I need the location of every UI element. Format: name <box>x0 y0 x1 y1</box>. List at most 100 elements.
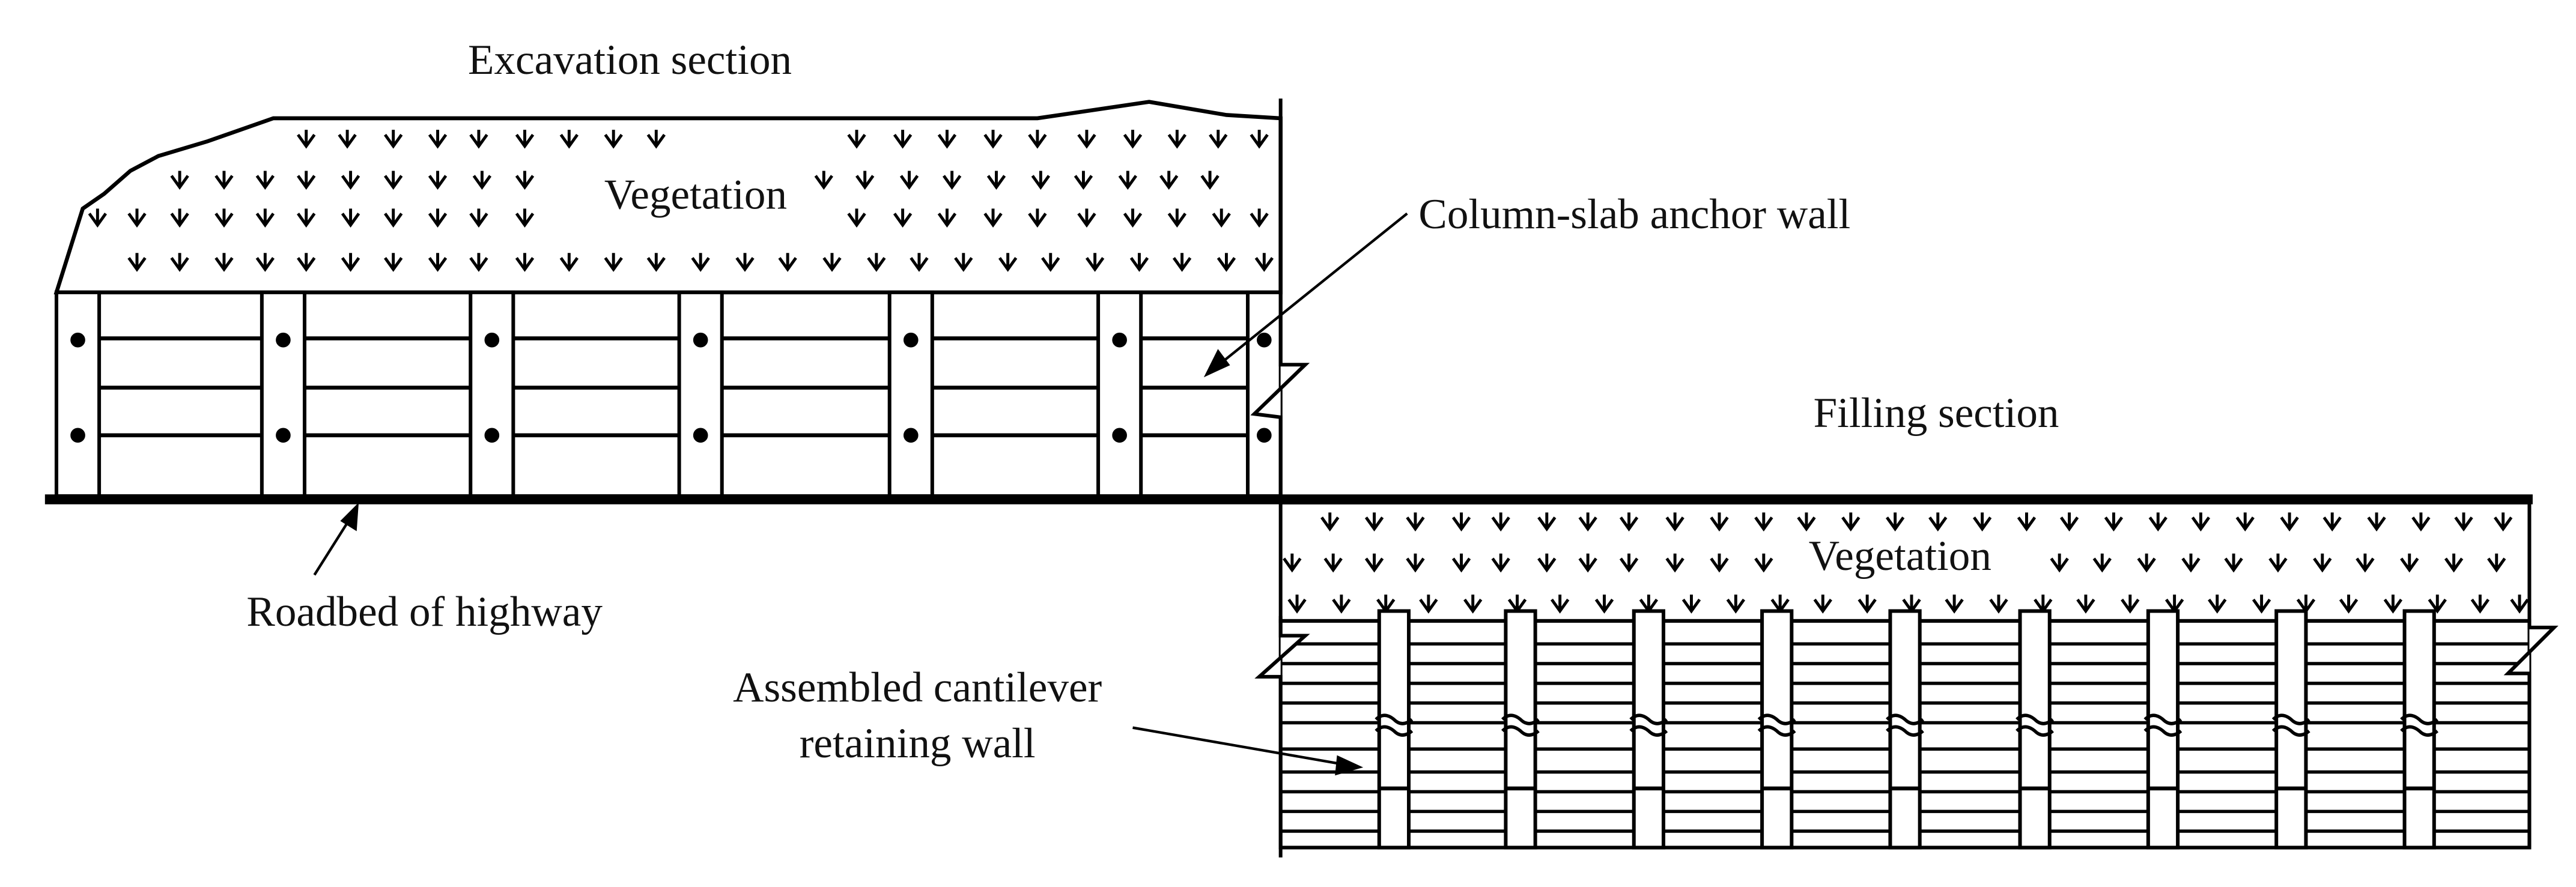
grass-tuft-icon <box>384 171 403 190</box>
grass-tuft-icon <box>1167 208 1187 228</box>
grass-tuft-icon <box>170 171 189 190</box>
grass-tuft-icon <box>2208 595 2227 614</box>
column-joint <box>1501 713 1540 737</box>
grass-tuft-icon <box>998 253 1018 272</box>
grass-tuft-icon <box>255 253 275 272</box>
grass-tuft-icon <box>428 171 448 190</box>
grass-tuft-icon <box>1537 512 1557 531</box>
column-joint <box>1629 713 1668 737</box>
grass-tuft-icon <box>2034 595 2053 614</box>
grass-tuft-icon <box>2059 512 2079 531</box>
grass-tuft-icon <box>893 208 913 228</box>
grass-tuft-icon <box>937 208 957 228</box>
anchor-column <box>887 290 934 498</box>
grass-tuft-icon <box>2400 553 2419 573</box>
anchor-bolt <box>484 428 500 443</box>
grass-tuft-icon <box>2367 512 2386 531</box>
grass-tuft-icon <box>214 171 234 190</box>
anchor-bolt <box>484 332 500 348</box>
grass-tuft-icon <box>2444 553 2464 573</box>
excavation-section-label: Excavation section <box>468 37 792 83</box>
roadbed-leader-arrow <box>340 502 359 531</box>
anchor-wall-columns <box>54 290 1283 498</box>
grass-tuft-icon <box>297 130 316 149</box>
cantilever-right-break-mark <box>2503 620 2559 848</box>
grass-tuft-icon <box>2487 553 2506 573</box>
grass-tuft-icon <box>297 171 316 190</box>
grass-tuft-icon <box>1578 512 1597 531</box>
grass-tuft-icon <box>1406 553 1425 573</box>
grass-tuft-icon <box>954 253 973 272</box>
cantilever-column <box>1377 609 1411 850</box>
grass-tuft-icon <box>2017 512 2037 531</box>
grass-tuft-icon <box>2224 553 2243 573</box>
grass-tuft-icon <box>1323 553 1343 573</box>
grass-tuft-icon <box>1754 512 1773 531</box>
grass-tuft-icon <box>2092 553 2112 573</box>
cantilever-leader-arrow <box>1335 755 1364 776</box>
grass-tuft-icon <box>910 253 929 272</box>
grass-tuft-icon <box>515 130 535 149</box>
grass-tuft-icon <box>1123 130 1143 149</box>
grass-tuft-icon <box>2268 553 2288 573</box>
anchor-column <box>260 290 307 498</box>
grass-tuft-icon <box>1594 595 1614 614</box>
grass-tuft-icon <box>1770 595 1790 614</box>
grass-tuft-icon <box>1619 553 1639 573</box>
grass-tuft-icon <box>2339 595 2359 614</box>
grass-tuft-icon <box>1077 130 1096 149</box>
grass-tuft-icon <box>937 130 957 149</box>
grass-tuft-icon <box>1491 553 1510 573</box>
grass-tuft-icon <box>1287 595 1307 614</box>
grass-tuft-icon <box>1797 512 1816 531</box>
excavation-section <box>53 98 1310 501</box>
grass-tuft-icon <box>1074 171 1093 190</box>
filling-section-label: Filling section <box>1814 390 2059 437</box>
grass-tuft-icon <box>297 253 316 272</box>
grass-tuft-icon <box>735 253 755 272</box>
grass-tuft-icon <box>341 171 360 190</box>
grass-tuft-icon <box>515 208 535 228</box>
grass-tuft-icon <box>1077 208 1096 228</box>
grass-tuft-icon <box>1209 130 1228 149</box>
cantilever-wall-label-line1: Assembled cantilever <box>733 664 1102 711</box>
grass-tuft-icon <box>1031 171 1051 190</box>
grass-tuft-icon <box>604 130 623 149</box>
grass-tuft-icon <box>1813 595 1832 614</box>
grass-tuft-icon <box>1041 253 1060 272</box>
grass-tuft-icon <box>384 130 403 149</box>
grass-tuft-icon <box>2235 512 2255 531</box>
grass-tuft-icon <box>2252 595 2271 614</box>
grass-tuft-icon <box>1841 512 1861 531</box>
grass-tuft-icon <box>428 130 448 149</box>
grass-tuft-icon <box>1665 553 1684 573</box>
grass-tuft-icon <box>214 208 234 228</box>
grass-tuft-icon <box>1254 253 1274 272</box>
cantilever-column <box>2146 609 2180 850</box>
grass-tuft-icon <box>2493 512 2513 531</box>
anchor-column <box>469 290 515 498</box>
grass-tuft-icon <box>1250 208 1269 228</box>
grass-tuft-icon <box>2050 553 2069 573</box>
grass-tuft-icon <box>469 208 488 228</box>
grass-tuft-icon <box>384 208 403 228</box>
grass-tuft-icon <box>1419 595 1438 614</box>
anchor-bolt <box>1112 332 1127 348</box>
grass-tuft-icon <box>1858 595 1877 614</box>
grass-tuft-icon <box>847 208 866 228</box>
cantilever-left-break-mark <box>1254 616 1310 858</box>
grass-tuft-icon <box>983 130 1003 149</box>
vegetation-marks-top <box>88 130 1274 272</box>
column-joint <box>1886 713 1924 737</box>
cantilever-leader <box>1132 726 1350 767</box>
anchor-bolt <box>903 332 919 348</box>
anchor-wall-leader <box>1214 212 1408 369</box>
grass-tuft-icon <box>1928 512 1948 531</box>
grass-tuft-icon <box>341 253 360 272</box>
grass-tuft-icon <box>1726 595 1746 614</box>
cantilever-column <box>1888 609 1922 850</box>
grass-tuft-icon <box>942 171 962 190</box>
grass-tuft-icon <box>893 130 913 149</box>
grass-tuft-icon <box>1200 171 1220 190</box>
